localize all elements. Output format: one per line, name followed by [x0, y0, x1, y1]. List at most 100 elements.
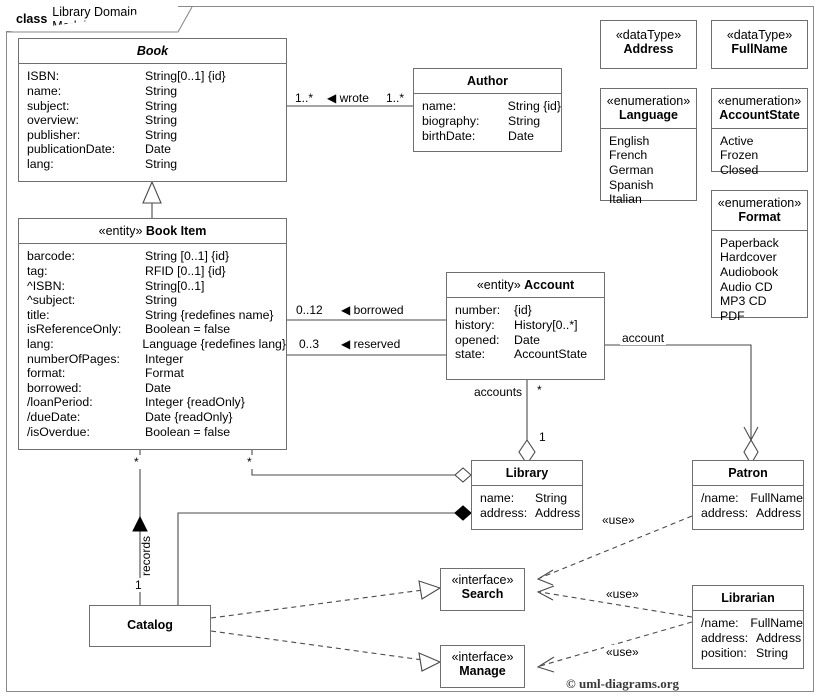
wire-librarian-search: [539, 591, 693, 618]
label-reserved-name: ◀ reserved: [339, 337, 403, 351]
attribute-row: /name:FullName: [701, 616, 803, 631]
class-account-header: «entity» Account: [447, 273, 604, 299]
datatype-address-header: «dataType» Address: [601, 21, 696, 62]
attribute-row: name:String {id}: [422, 99, 561, 114]
interface-search[interactable]: «interface» Search: [440, 568, 525, 611]
attribute-row: address:Address: [701, 505, 802, 520]
label-records-mult-star: *: [132, 455, 141, 469]
attribute-row: title:String {redefines name}: [27, 307, 274, 322]
class-book-attributes: ISBN:String[0..1] {id} name:String subje…: [19, 64, 286, 177]
generalization-arrowhead: [142, 180, 162, 204]
enum-literal: MP3 CD: [720, 294, 767, 309]
attribute-row: barcode:String [0..1] {id}: [27, 249, 230, 264]
attribute-row: ISBN:String[0..1] {id}: [27, 69, 226, 84]
interface-manage-name: Manage: [459, 664, 506, 679]
enumeration-accountstate[interactable]: «enumeration» AccountState Active Frozen…: [711, 88, 808, 177]
label-records-mult-one: 1: [133, 578, 144, 592]
enumeration-language-literals: English French German Spanish Italian: [601, 129, 696, 213]
class-book-item-header: «entity» Book Item: [19, 219, 286, 245]
enum-literal: Closed: [720, 162, 759, 177]
enum-literal: French: [609, 148, 648, 163]
class-catalog-name: Catalog: [127, 618, 173, 632]
realization-arrowhead-search: [418, 580, 442, 600]
attribute-row: biography:String: [422, 113, 541, 128]
attribute-row: tag:RFID [0..1] {id}: [27, 263, 226, 278]
attribute-row: lang:Language {redefines lang}: [27, 336, 286, 351]
class-account-attributes: number:{id} history:History[0..*] opened…: [447, 298, 604, 367]
label-accounts-mult-one: 1: [537, 430, 548, 444]
interface-manage-header: «interface» Manage: [441, 646, 524, 684]
class-book-item-stereotype: «entity»: [98, 224, 143, 238]
attribute-row: name:String: [480, 491, 568, 506]
enumeration-language[interactable]: «enumeration» Language English French Ge…: [600, 88, 697, 206]
attribute-row: ^ISBN:String[0..1]: [27, 278, 205, 293]
realization-arrowhead-manage: [418, 652, 442, 672]
attribute-row: numberOfPages:Integer: [27, 351, 184, 366]
enum-literal: Frozen: [720, 148, 759, 163]
library-shared-diamond: [454, 467, 472, 483]
arrow-librarian-manage: [536, 656, 555, 673]
attribute-row: number:{id}: [455, 303, 532, 318]
enumeration-accountstate-literals: Active Frozen Closed: [712, 129, 807, 184]
class-patron-name: Patron: [728, 466, 768, 480]
enum-literal: English: [609, 133, 650, 148]
arrow-patron-search: [536, 569, 554, 586]
datatype-fullname[interactable]: «dataType» FullName: [711, 20, 808, 69]
attribute-row: publicationDate:Date: [27, 142, 171, 157]
class-library[interactable]: Library name:String address:Address: [471, 460, 583, 530]
label-borrowed-name: ◀ borrowed: [339, 303, 406, 317]
attribute-row: address:Address: [480, 505, 581, 520]
label-wrote-name: ◀ wrote: [325, 91, 371, 105]
label-wrote-right-mult: 1..*: [384, 91, 407, 105]
enumeration-accountstate-stereotype: «enumeration»: [717, 94, 802, 108]
label-reserved-mult: 0..3: [297, 337, 322, 351]
attribute-row: overview:String: [27, 113, 178, 128]
attribute-row: state:AccountState: [455, 347, 588, 362]
class-librarian-header: Librarian: [693, 586, 803, 612]
class-book-item[interactable]: «entity» Book Item barcode:String [0..1]…: [18, 218, 287, 450]
enum-literal: Audio CD: [720, 279, 773, 294]
class-patron[interactable]: Patron /name:FullName address:Address: [692, 460, 804, 530]
label-use-patron-search: «use»: [600, 513, 637, 527]
library-composition-diamond: [454, 505, 472, 521]
class-account-name: Account: [524, 278, 575, 292]
attribute-row: /isOverdue:Boolean = false: [27, 424, 231, 439]
class-account[interactable]: «entity» Account number:{id} history:His…: [446, 272, 605, 380]
records-direction-triangle: [132, 515, 148, 532]
enumeration-language-header: «enumeration» Language: [601, 89, 696, 129]
datatype-fullname-name: FullName: [731, 42, 788, 57]
label-borrowed-mult: 0..12: [294, 303, 325, 317]
interface-search-name: Search: [461, 587, 504, 602]
enum-literal: Active: [720, 133, 754, 148]
attribute-row: position:String: [701, 645, 789, 660]
datatype-fullname-stereotype: «dataType»: [726, 28, 793, 42]
class-book-header: Book: [19, 39, 286, 65]
attribute-row: isReferenceOnly:Boolean = false: [27, 322, 231, 337]
class-author[interactable]: Author name:String {id} biography:String…: [413, 68, 562, 152]
datatype-fullname-header: «dataType» FullName: [712, 21, 807, 62]
class-librarian[interactable]: Librarian /name:FullName address:Address…: [692, 585, 804, 669]
attribute-row: publisher:String: [27, 127, 178, 142]
enumeration-format-stereotype: «enumeration»: [717, 196, 802, 210]
enumeration-language-stereotype: «enumeration»: [606, 94, 691, 108]
interface-manage[interactable]: «interface» Manage: [440, 645, 525, 688]
enum-literal: PDF: [720, 308, 745, 323]
enumeration-format[interactable]: «enumeration» Format Paperback Hardcover…: [711, 190, 808, 323]
datatype-address[interactable]: «dataType» Address: [600, 20, 697, 69]
class-book[interactable]: Book ISBN:String[0..1] {id} name:String …: [18, 38, 287, 182]
class-catalog[interactable]: Catalog: [89, 605, 211, 647]
label-accounts-role: accounts: [472, 385, 525, 399]
enumeration-format-name: Format: [738, 210, 781, 225]
class-catalog-header: Catalog: [90, 606, 210, 637]
wire-account-patron: [605, 344, 752, 440]
wire-patron-search: [539, 515, 693, 579]
attribute-row: opened:Date: [455, 332, 540, 347]
attribute-row: subject:String: [27, 98, 178, 113]
class-book-name: Book: [136, 44, 169, 58]
class-patron-attributes: /name:FullName address:Address: [693, 486, 803, 526]
attribute-row: birthDate:Date: [422, 128, 534, 143]
class-book-item-name: Book Item: [145, 224, 207, 238]
class-librarian-name: Librarian: [721, 591, 775, 605]
